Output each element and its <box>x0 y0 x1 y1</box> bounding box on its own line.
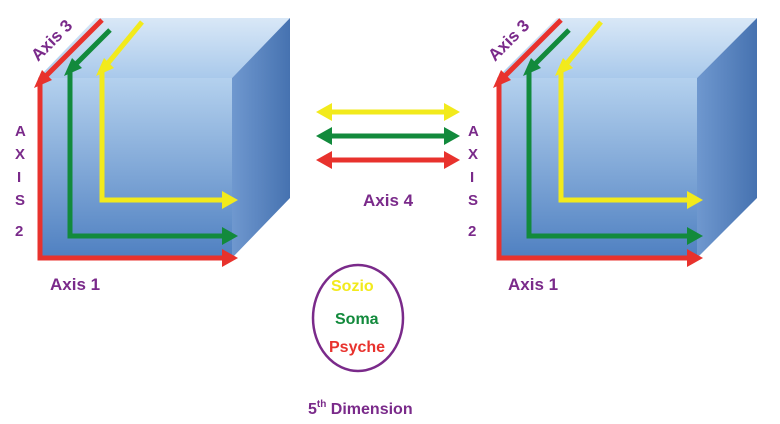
axis2-letter-s-left: S <box>15 192 25 209</box>
axis2-letter-s-right: S <box>468 192 478 209</box>
dimension-label: 5th Dimension <box>308 399 413 418</box>
axis-red-line <box>496 82 691 261</box>
axis3-red-diag <box>499 18 563 82</box>
axis-yellow-head <box>222 191 238 209</box>
circle-item-psyche: Psyche <box>329 339 385 356</box>
dimension-circle <box>311 263 405 373</box>
axis2-letter-i-left: I <box>17 169 21 186</box>
axis3-yellow-diag <box>102 20 144 70</box>
axis-green-head <box>687 227 703 245</box>
axis4-green-right-head <box>444 127 460 145</box>
axis2-letter-i-right: I <box>470 169 474 186</box>
axis-green-line <box>67 70 226 239</box>
axis1-label-right: Axis 1 <box>508 275 558 294</box>
right-axis-arrows <box>493 18 703 267</box>
axis-green-line <box>526 70 691 239</box>
axis4-yellow-right-head <box>444 103 460 121</box>
axis4-red-left-head <box>316 151 332 169</box>
axis-yellow-line <box>99 70 226 203</box>
left-cube <box>34 18 290 267</box>
dimension-word: Dimension <box>326 401 412 418</box>
axis3-green-diag <box>70 28 112 70</box>
left-axis-arrows <box>34 18 238 267</box>
right-cube-side <box>697 18 757 258</box>
axis-yellow-start-head <box>555 58 573 76</box>
axis4-green-left-head <box>316 127 332 145</box>
left-cube-front <box>38 78 232 258</box>
axis-green-start-head <box>64 58 82 76</box>
axis-red-head <box>222 249 238 267</box>
axis-red-start-head <box>34 70 52 88</box>
axis2-number-left: 2 <box>15 223 23 240</box>
axis-yellow-start-head <box>96 58 114 76</box>
axis-red-start-head <box>493 70 511 88</box>
axis3-red-diag <box>40 18 104 82</box>
axis-green-start-head <box>523 58 541 76</box>
dimension-number: 5 <box>308 401 317 418</box>
axis4-red-right-head <box>444 151 460 169</box>
left-cube-side <box>232 18 290 258</box>
axis-green-head <box>222 227 238 245</box>
double-arrow-icon <box>316 103 460 169</box>
left-cube-top <box>38 18 290 78</box>
axis3-yellow-diag <box>561 20 603 70</box>
axis2-letter-a-right: A <box>468 123 479 140</box>
axis2-letter-x-right: X <box>468 146 478 163</box>
axis2-letter-x-left: X <box>15 146 25 163</box>
axis4-label: Axis 4 <box>363 191 414 210</box>
axis-red-head <box>687 249 703 267</box>
axis3-green-diag <box>529 28 571 70</box>
right-cube <box>493 18 757 267</box>
axis2-letter-a-left: A <box>15 123 26 140</box>
axis-yellow-head <box>687 191 703 209</box>
axis1-label-left: Axis 1 <box>50 275 100 294</box>
axis-yellow-line <box>558 70 691 203</box>
axis4-yellow-left-head <box>316 103 332 121</box>
circle-item-soma: Soma <box>335 311 379 328</box>
axis2-number-right: 2 <box>468 223 476 240</box>
axis-red-line <box>37 82 226 261</box>
circle-item-sozio: Sozio <box>331 278 374 295</box>
dimension-superscript: th <box>317 399 326 410</box>
